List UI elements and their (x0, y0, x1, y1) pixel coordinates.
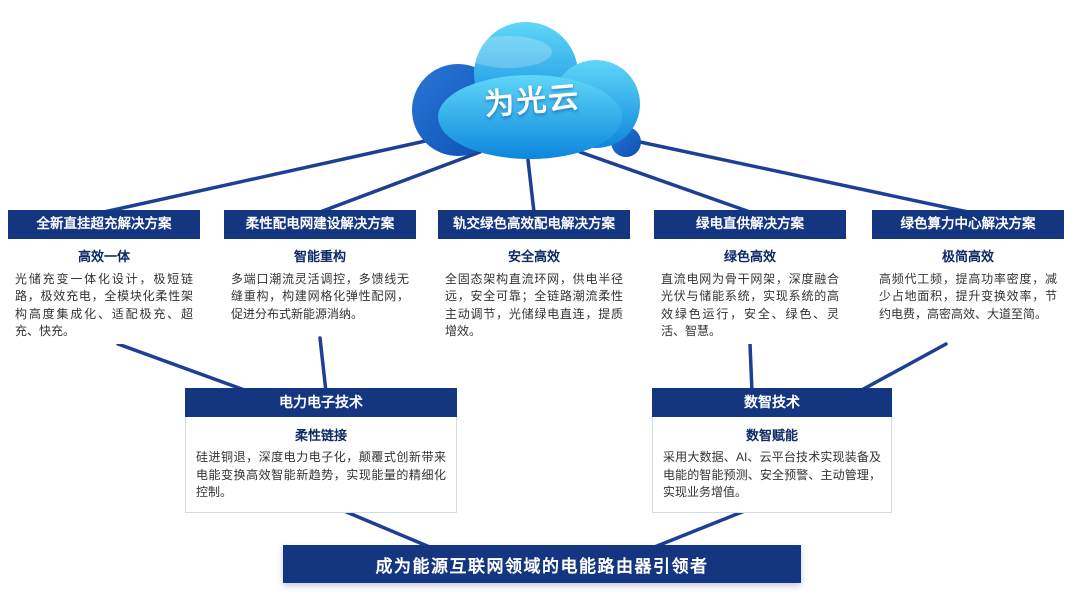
solution-subtitle: 安全高效 (507, 248, 560, 264)
tech-body: 硅进铜退，深度电力电子化，颠覆式创新带来电能变换高效智能新趋势，实现能量的精细化… (196, 450, 446, 500)
solution-title: 柔性配电网建设解决方案 (224, 210, 416, 239)
tech-card-body-panel: 数智赋能 采用大数据、AI、云平台技术实现装备及电能的智能预测、安全预警、主动管… (652, 417, 892, 513)
cloud: 为光云 (398, 14, 666, 166)
solution-card-rail-transit: 轨交绿色高效配电解决方案 安全高效 全固态架构直流环网，供电半径远，安全可靠；全… (438, 210, 630, 345)
solution-subtitle: 极简高效 (941, 248, 994, 264)
solution-body: 直流电网为骨干网架，深度融合光伏与储能系统，实现系统的高效绿色运行，安全、绿色、… (661, 271, 839, 339)
tech-title: 数智技术 (652, 388, 892, 418)
solution-subtitle: 高效一体 (77, 248, 130, 264)
solution-title: 全新直挂超充解决方案 (8, 210, 200, 239)
tech-subtitle: 数智赋能 (745, 428, 798, 444)
solution-title: 轨交绿色高效配电解决方案 (438, 210, 630, 239)
tech-subtitle: 柔性链接 (294, 428, 347, 444)
solution-title: 绿电直供解决方案 (654, 210, 846, 239)
tech-card-power-electronics: 电力电子技术 柔性链接 硅进铜退，深度电力电子化，颠覆式创新带来电能变换高效智能… (185, 388, 457, 513)
solution-card-green-supply: 绿电直供解决方案 绿色高效 直流电网为骨干网架，深度融合光伏与储能系统，实现系统… (654, 210, 846, 345)
vision-banner-text: 成为能源互联网领域的电能路由器引领者 (375, 556, 709, 576)
solution-subtitle: 绿色高效 (723, 248, 776, 264)
solution-card-supercharge: 全新直挂超充解决方案 高效一体 光储充变一体化设计，极短链路，极效充电，全模块化… (8, 210, 200, 345)
solution-body: 光储充变一体化设计，极短链路，极效充电，全模块化柔性架构高度集成化、适配极充、超… (15, 271, 193, 339)
tech-title: 电力电子技术 (185, 388, 457, 418)
tech-body: 采用大数据、AI、云平台技术实现装备及电能的智能预测、安全预警、主动管理，实现业… (663, 450, 881, 500)
solution-body: 全固态架构直流环网，供电半径远，安全可靠；全链路潮流柔性主动调节，光储绿电直连，… (445, 271, 623, 339)
solution-title: 绿色算力中心解决方案 (872, 210, 1064, 239)
solution-body: 多端口潮流灵活调控，多馈线无缝重构，构建网格化弹性配网，促进分布式新能源消纳。 (231, 271, 409, 321)
tech-card-digital-intelligence: 数智技术 数智赋能 采用大数据、AI、云平台技术实现装备及电能的智能预测、安全预… (652, 388, 892, 513)
solution-subtitle: 智能重构 (293, 248, 346, 264)
solution-body: 高频代工频，提高功率密度，减少占地面积，提升变换效率，节约电费，高密高效、大道至… (879, 271, 1057, 321)
cloud-icon (412, 22, 641, 159)
vision-banner: 成为能源互联网领域的电能路由器引领者 (283, 545, 801, 583)
solution-card-flexible-grid: 柔性配电网建设解决方案 智能重构 多端口潮流灵活调控，多馈线无缝重构，构建网格化… (224, 210, 416, 328)
solution-card-datacenter: 绿色算力中心解决方案 极简高效 高频代工频，提高功率密度，减少占地面积，提升变换… (872, 210, 1064, 328)
tech-card-body-panel: 柔性链接 硅进铜退，深度电力电子化，颠覆式创新带来电能变换高效智能新趋势，实现能… (185, 417, 457, 513)
